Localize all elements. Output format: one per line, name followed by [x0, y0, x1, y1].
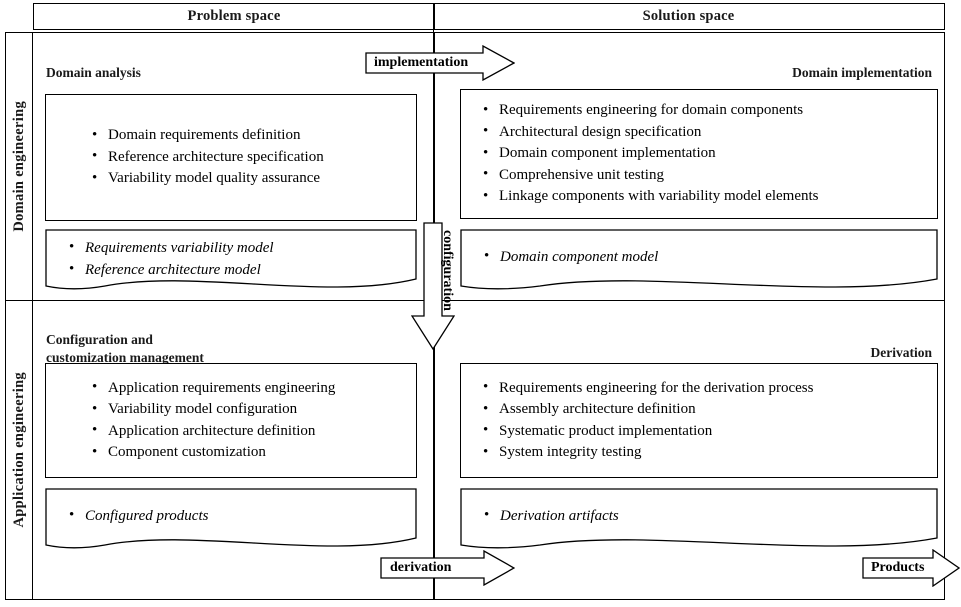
arrow-implementation-label-wrap: implementation — [365, 45, 468, 81]
activities-domain-analysis-list: Domain requirements definition Reference… — [90, 125, 416, 190]
space-divider-upper — [434, 33, 435, 300]
artifacts-domain-analysis: Requirements variability model Reference… — [45, 229, 417, 291]
artifacts-configuration-management-content: Configured products — [45, 488, 417, 527]
activity-item: Requirements engineering for domain comp… — [481, 100, 937, 122]
activity-item: Domain requirements definition — [90, 125, 416, 147]
artifacts-derivation-content: Derivation artifacts — [460, 488, 938, 527]
artifacts-configuration-management-list: Configured products — [67, 504, 417, 527]
artifact-item: Derivation artifacts — [482, 504, 938, 527]
artifacts-domain-implementation: Domain component model — [460, 229, 938, 291]
artifacts-derivation: Derivation artifacts — [460, 488, 938, 550]
artifacts-domain-implementation-list: Domain component model — [482, 245, 938, 268]
header-problem-space-label: Problem space — [187, 8, 281, 24]
activities-configuration-management: Application requirements engineering Var… — [45, 363, 417, 478]
title-domain-implementation: Domain implementation — [792, 46, 932, 82]
title-configuration-management: Configuration and customization manageme… — [46, 313, 204, 367]
activity-item: Linkage components with variability mode… — [481, 186, 937, 208]
activities-domain-analysis: Domain requirements definition Reference… — [45, 94, 417, 221]
artifacts-configuration-management: Configured products — [45, 488, 417, 550]
activity-item: System integrity testing — [481, 442, 937, 464]
arrow-derivation-label: derivation — [390, 560, 452, 575]
artifacts-domain-analysis-content: Requirements variability model Reference… — [45, 229, 417, 281]
arrow-implementation: implementation — [365, 45, 515, 81]
activity-item: Variability model quality assurance — [90, 168, 416, 190]
activity-item: Domain component implementation — [481, 143, 937, 165]
matrix-frame: Domain engineering Application engineeri… — [5, 32, 945, 600]
activity-item: Comprehensive unit testing — [481, 164, 937, 187]
header-problem-space: Problem space — [34, 4, 434, 29]
title-configuration-management-label: Configuration and customization manageme… — [46, 332, 204, 365]
engineering-band-divider — [6, 300, 944, 301]
activity-item: Requirements engineering for the derivat… — [481, 377, 937, 400]
arrow-right-icon — [380, 550, 515, 586]
arrow-products: Products — [862, 549, 960, 587]
activity-item: Component customization — [90, 442, 416, 464]
activities-domain-implementation: Requirements engineering for domain comp… — [460, 89, 938, 219]
artifact-item: Requirements variability model — [67, 236, 417, 259]
activities-derivation-list: Requirements engineering for the derivat… — [481, 377, 937, 464]
arrow-down-icon — [411, 222, 455, 350]
rail-application-engineering-label: Application engineering — [10, 371, 27, 528]
activities-derivation: Requirements engineering for the derivat… — [460, 363, 938, 478]
artifacts-domain-implementation-content: Domain component model — [460, 229, 938, 268]
arrow-products-label: Products — [871, 560, 925, 575]
activity-item: Systematic product implementation — [481, 420, 937, 443]
arrow-derivation: derivation — [380, 550, 515, 586]
title-domain-implementation-label: Domain implementation — [792, 65, 932, 80]
artifacts-derivation-list: Derivation artifacts — [482, 504, 938, 527]
title-domain-analysis-label: Domain analysis — [46, 65, 141, 80]
title-domain-analysis: Domain analysis — [46, 46, 141, 82]
activity-item: Assembly architecture definition — [481, 399, 937, 421]
header-divider — [434, 4, 435, 29]
activities-configuration-management-list: Application requirements engineering Var… — [90, 377, 416, 464]
arrow-configuration-label: configuration — [440, 230, 455, 311]
artifact-item: Domain component model — [482, 245, 938, 268]
artifact-item: Configured products — [67, 504, 417, 527]
rail-application-engineering: Application engineering — [6, 300, 33, 599]
header-solution-space-label: Solution space — [642, 8, 735, 24]
activity-item: Reference architecture specification — [90, 146, 416, 169]
activity-item: Architectural design specification — [481, 121, 937, 144]
space-header-row: Problem space Solution space — [33, 3, 945, 30]
artifacts-domain-analysis-list: Requirements variability model Reference… — [67, 236, 417, 281]
activity-item: Variability model configuration — [90, 399, 416, 421]
activity-item: Application architecture definition — [90, 420, 416, 443]
activities-domain-implementation-list: Requirements engineering for domain comp… — [481, 100, 937, 208]
arrow-configuration-label-wrap: configuration — [411, 222, 455, 311]
arrow-derivation-label-wrap: derivation — [380, 550, 451, 586]
space-divider-lower — [434, 300, 435, 599]
arrow-products-label-wrap: Products — [862, 549, 924, 587]
header-solution-space: Solution space — [434, 4, 943, 29]
artifact-item: Reference architecture model — [67, 258, 417, 281]
arrow-implementation-label: implementation — [374, 55, 469, 70]
title-derivation: Derivation — [871, 326, 933, 362]
arrow-right-icon — [365, 45, 515, 81]
rail-domain-engineering-label: Domain engineering — [10, 101, 27, 232]
rail-domain-engineering: Domain engineering — [6, 33, 33, 300]
arrow-configuration: configuration — [411, 222, 455, 350]
activity-item: Application requirements engineering — [90, 377, 416, 400]
arrow-right-icon — [862, 549, 960, 587]
title-derivation-label: Derivation — [870, 345, 933, 360]
